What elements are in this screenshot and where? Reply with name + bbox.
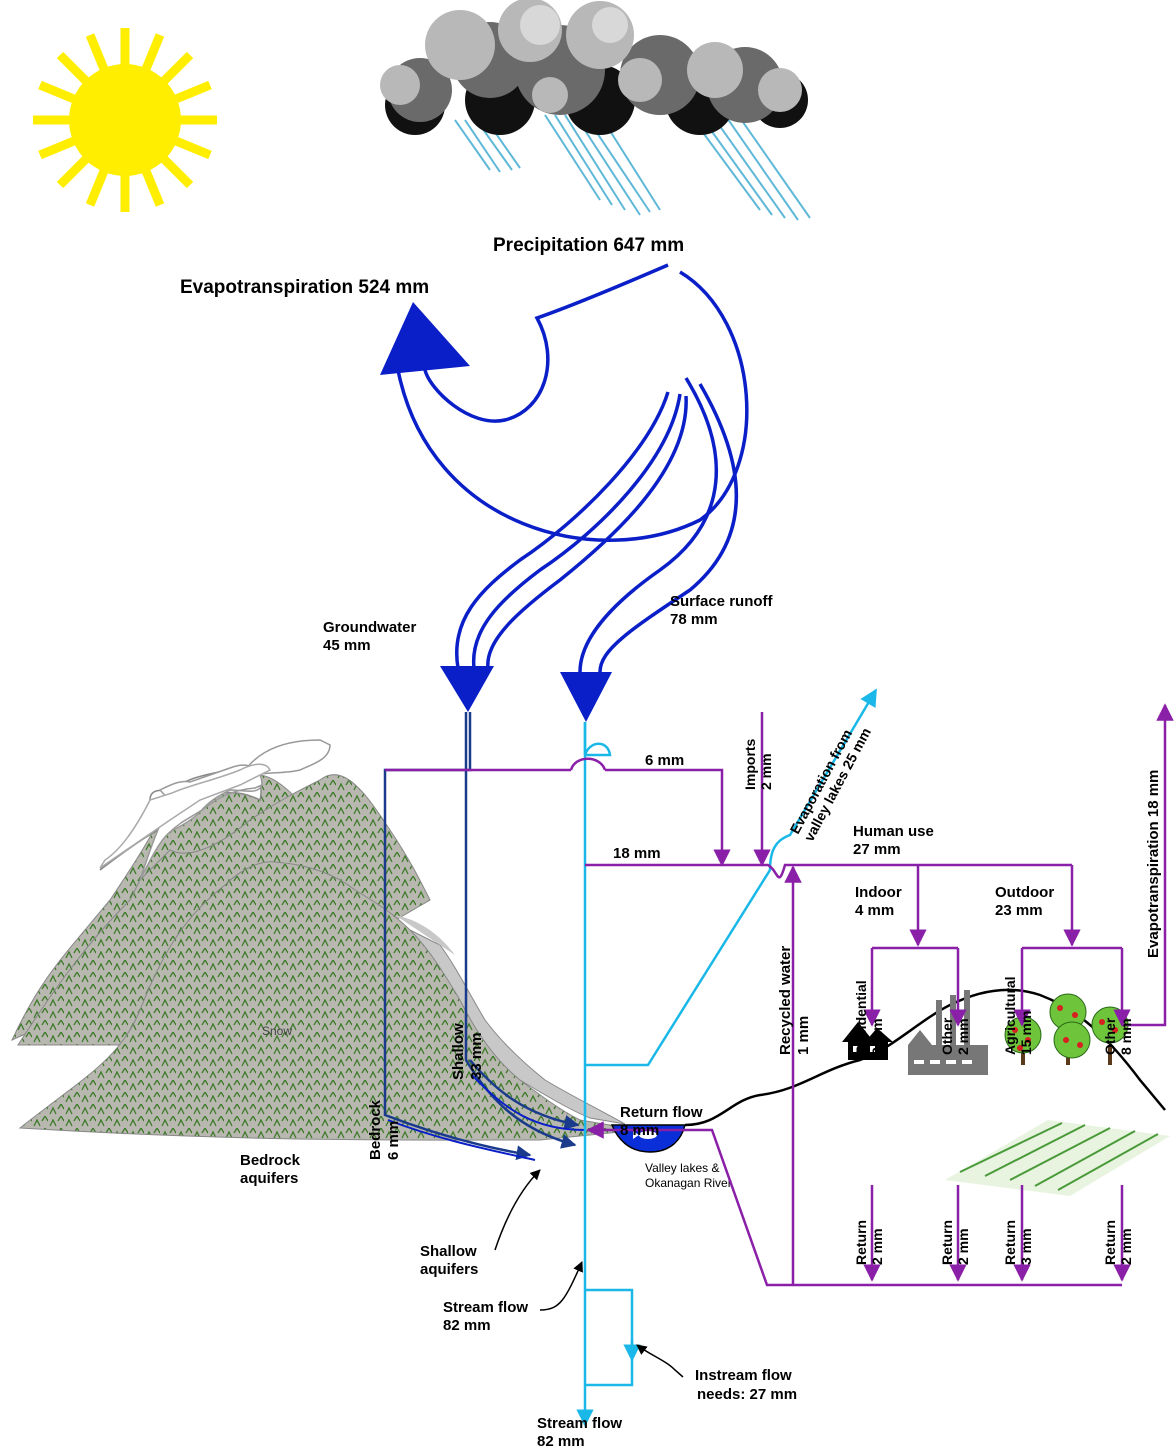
six-mm-label: 6 mm	[645, 752, 684, 769]
surface-runoff-label: Surface runoff 78 mm	[670, 593, 777, 628]
bedrock-flow-stripes	[387, 1074, 586, 1161]
stream-flow	[576, 688, 878, 1427]
evapotranspiration-arrowhead	[380, 302, 470, 375]
groundwater-arrow	[455, 391, 688, 669]
fish-icon	[633, 1131, 657, 1139]
stream-flow-mid-label: Stream flow 82 mm	[443, 1299, 532, 1334]
groundwater-label: Groundwater 45 mm	[323, 619, 421, 654]
return-label-1: Return 2 mm	[853, 1216, 885, 1265]
return-label-2: Return 2 mm	[939, 1216, 971, 1265]
indoor-label: Indoor 4 mm	[855, 884, 906, 919]
evapotranspiration-arrow	[396, 263, 749, 542]
shallow-aquifers-label: Shallow aquifers	[420, 1243, 481, 1278]
factory-icon	[908, 990, 988, 1075]
evapotranspiration-right-label: Evapotranspiration 18 mm	[1145, 770, 1162, 958]
bedrock-aquifers-label: Bedrock aquifers	[240, 1152, 304, 1187]
precipitation-label: Precipitation 647 mm	[493, 235, 684, 256]
shallow-flow-label: Shallow 33 mm	[450, 1019, 485, 1080]
stream-flow-bottom-label: Stream flow 82 mm	[537, 1415, 626, 1450]
return-flow-label: Return flow 8 mm	[620, 1104, 707, 1139]
surface-runoff-arrowhead	[560, 672, 612, 722]
other-indoor-label: Other 2 mm	[939, 1014, 971, 1055]
other-outdoor-label: Other 8 mm	[1102, 1014, 1134, 1055]
leader-lines	[494, 1169, 684, 1378]
cloud-icon	[380, 0, 808, 135]
sun-icon	[33, 28, 217, 212]
return-label-3: Return 3 mm	[1002, 1216, 1034, 1265]
instream-flow-label: Instream flow needs: 27 mm	[695, 1367, 797, 1403]
snow-label: Snow	[262, 1024, 292, 1038]
eighteen-mm-label: 18 mm	[613, 845, 661, 862]
mountains	[10, 739, 641, 1141]
bedrock-flow-label: Bedrock 6 mm	[367, 1096, 402, 1160]
valley-lakes-label: Valley lakes & Okanagan River	[645, 1161, 732, 1190]
groundwater-arrowhead	[440, 666, 494, 712]
imports-label: Imports 2 mm	[742, 735, 774, 790]
surface-runoff-arrow	[578, 377, 738, 673]
house-icon	[842, 1022, 893, 1060]
outdoor-label: Outdoor 23 mm	[995, 884, 1058, 919]
return-label-4: Return 2 mm	[1102, 1216, 1134, 1265]
human-use-flows	[385, 703, 1174, 1287]
bedrock-flow	[383, 712, 580, 1161]
recycled-water-label: Recycled water 1 mm	[777, 942, 812, 1055]
agricultural-label: Agricultural 15 mm	[1002, 973, 1034, 1055]
crossing-hump	[569, 757, 607, 771]
human-use-label: Human use 27 mm	[853, 823, 938, 858]
snow-peaks	[99, 763, 272, 869]
evapotranspiration-label: Evapotranspiration 524 mm	[180, 277, 429, 298]
field	[945, 1120, 1170, 1196]
residential-label: Residential 2 mm	[853, 976, 885, 1055]
